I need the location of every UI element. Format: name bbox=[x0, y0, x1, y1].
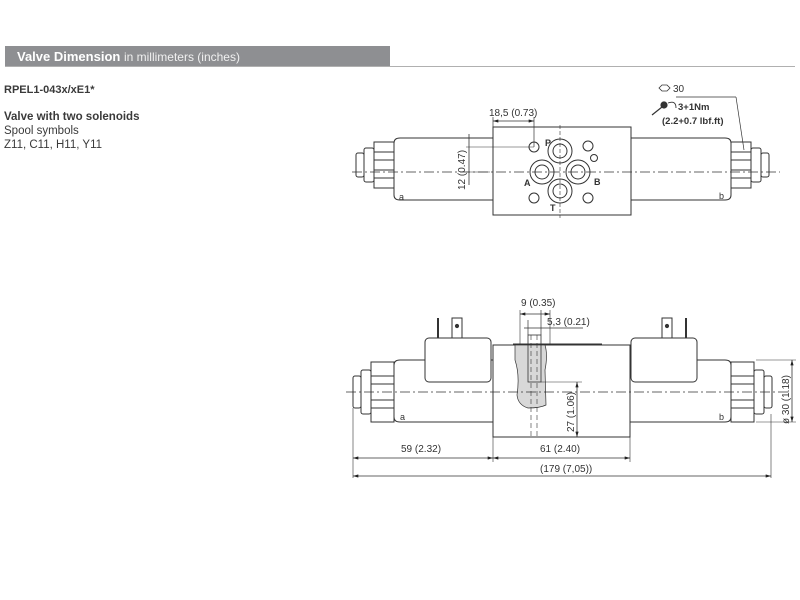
port-p-label: P bbox=[545, 138, 551, 148]
dim-27: 27 (1.06) bbox=[566, 392, 577, 432]
header-title-bold: Valve Dimension bbox=[17, 49, 121, 64]
dim-18-5: 18,5 (0.73) bbox=[489, 108, 537, 119]
left-coil bbox=[424, 337, 492, 383]
right-coil bbox=[630, 337, 698, 383]
dim-5-3: 5,3 (0.21) bbox=[547, 317, 590, 328]
torque-nm: 3+1Nm bbox=[678, 102, 709, 113]
section-header-bar bbox=[5, 46, 390, 67]
solenoid-b-label-top: b bbox=[719, 191, 724, 201]
right-end-cap bbox=[730, 141, 770, 189]
section-header-title: Valve Dimension in millimeters (inches) bbox=[17, 49, 240, 64]
right-solenoid-body bbox=[630, 137, 732, 201]
dim-9: 9 (0.35) bbox=[521, 298, 555, 309]
wrench-icon bbox=[651, 101, 677, 116]
solenoid-a-label-side: a bbox=[400, 412, 405, 422]
left-end-cap bbox=[355, 141, 395, 189]
solenoid-b-label-side: b bbox=[719, 412, 724, 422]
valve-body bbox=[492, 126, 632, 216]
side-view bbox=[346, 310, 796, 478]
valve-body-side bbox=[492, 344, 631, 438]
torque-lbf: (2.2+0.7 lbf.ft) bbox=[662, 116, 724, 127]
port-holes bbox=[528, 125, 598, 218]
dim-12: 12 (0.47) bbox=[457, 150, 468, 190]
port-t-label: T bbox=[550, 203, 556, 213]
port-a-label: A bbox=[524, 178, 531, 188]
dim-diameter-30: ø 30 (1.18) bbox=[781, 375, 792, 424]
hex-nut-icon bbox=[658, 84, 671, 92]
dim-61: 61 (2.40) bbox=[540, 444, 580, 455]
description-title: Valve with two solenoids bbox=[4, 111, 140, 123]
port-b-label: B bbox=[594, 177, 601, 187]
dim-total-179: (179 (7,05)) bbox=[540, 464, 592, 475]
solenoid-a-label-top: a bbox=[399, 192, 404, 202]
section-header-rule bbox=[5, 66, 795, 67]
dim-59: 59 (2.32) bbox=[401, 444, 441, 455]
model-code: RPEL1-043x/xE1* bbox=[4, 84, 95, 96]
top-view bbox=[352, 84, 780, 218]
nut-size: 30 bbox=[673, 84, 685, 95]
header-title-sub: in millimeters (inches) bbox=[123, 50, 240, 64]
spool-label: Spool symbols bbox=[4, 125, 79, 137]
spool-symbols: Z11, C11, H11, Y11 bbox=[4, 139, 103, 151]
